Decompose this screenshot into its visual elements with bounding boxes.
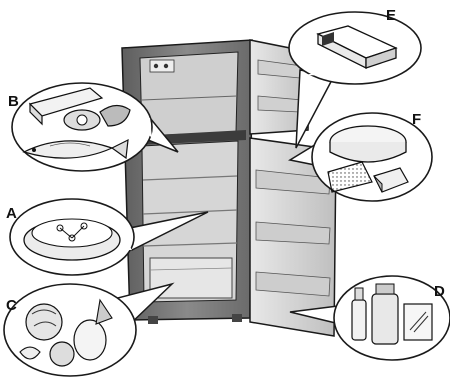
shelf-3 — [142, 242, 238, 247]
butter-dish-icon — [316, 25, 398, 70]
label-e: E — [386, 7, 397, 24]
label-b: B — [8, 93, 19, 110]
shelf-2 — [142, 209, 238, 215]
freezer-control-panel — [149, 59, 175, 73]
vegetables-icon — [19, 298, 113, 367]
label-f: F — [412, 111, 422, 128]
label-a: A — [6, 205, 17, 222]
label-c: C — [6, 297, 17, 314]
callout-c — [3, 282, 175, 377]
bottles-icon — [351, 283, 433, 345]
callout-d — [289, 275, 450, 361]
meat-icon — [28, 87, 131, 131]
callout-e — [288, 11, 422, 149]
callout-a — [9, 198, 209, 276]
cheese-icon — [327, 125, 409, 193]
label-d: D — [434, 283, 445, 300]
callout-b — [11, 82, 179, 172]
fish-icon — [22, 138, 129, 160]
callout-f — [287, 112, 433, 202]
shelf-1 — [142, 175, 238, 181]
plate-icon — [23, 218, 121, 261]
